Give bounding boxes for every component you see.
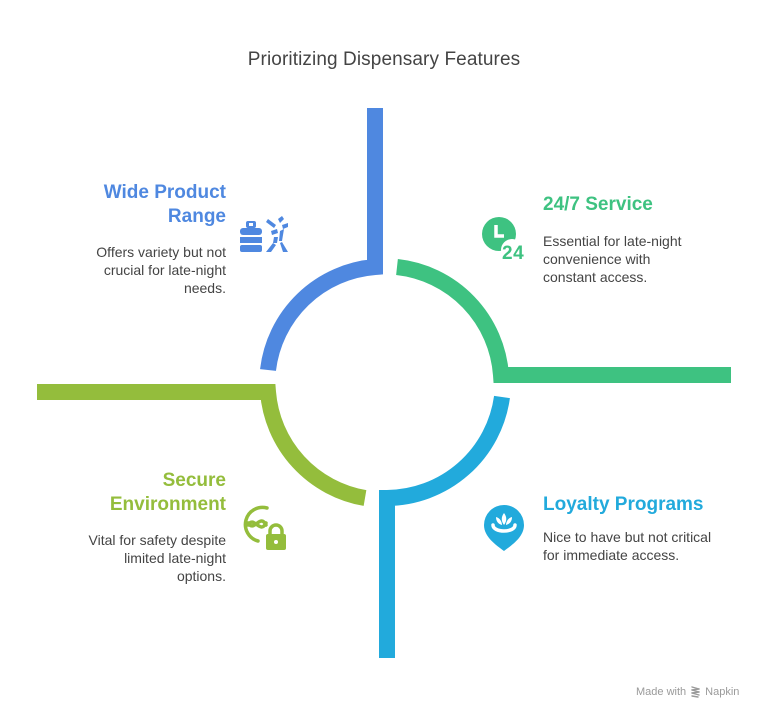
made-with-label: Made with	[636, 686, 687, 698]
heading-line: Wide Product	[103, 182, 226, 203]
heading-line: Secure	[162, 470, 226, 491]
loyalty-programs-description: Nice to have but not critical for immedi…	[543, 528, 711, 564]
desc-line: needs.	[183, 280, 226, 296]
desc-line: Offers variety but not	[96, 244, 226, 260]
desc-line: for immediate access.	[543, 547, 680, 563]
wide-product-range-description: Offers variety but not crucial for late-…	[96, 243, 226, 297]
desc-line: Vital for safety despite	[88, 532, 226, 548]
desc-line: convenience with	[543, 251, 651, 267]
desc-line: Essential for late-night	[543, 233, 682, 249]
secure-environment-description: Vital for safety despite limited late-ni…	[89, 531, 226, 585]
heading-line: Range	[167, 206, 226, 227]
clock-24-icon: 24	[480, 215, 532, 265]
24-7-service-heading: 24/7 Service	[543, 194, 653, 215]
clock-24-label: 24	[502, 243, 525, 264]
cyan-connector-arc	[379, 395, 510, 658]
desc-line: constant access.	[543, 269, 648, 285]
gas-canister-and-plant-icon	[240, 216, 288, 252]
wide-product-range-heading: Wide Product Range	[104, 181, 226, 229]
location-pin-lotus-icon	[484, 505, 524, 551]
desc-line: Nice to have but not critical	[543, 529, 712, 545]
napkin-logo-icon	[691, 686, 700, 698]
napkin-brand-label: Napkin	[705, 686, 740, 698]
heading-line: Environment	[109, 494, 226, 515]
secure-environment-heading: Secure Environment	[110, 469, 226, 517]
loyalty-programs-heading: Loyalty Programs	[543, 494, 704, 515]
diagram-title: Prioritizing Dispensary Features	[247, 49, 521, 70]
dna-lock-icon	[243, 505, 286, 550]
desc-line: options.	[176, 568, 226, 584]
green-connector-arc	[395, 259, 731, 383]
lime-connector-arc	[37, 384, 367, 506]
footer-attribution: Made with Napkin	[636, 686, 739, 698]
desc-line: limited late-night	[124, 550, 226, 566]
desc-line: crucial for late-night	[103, 262, 226, 278]
blue-connector-arc	[260, 108, 383, 372]
clock-shape	[482, 217, 523, 261]
24-7-service-description: Essential for late-night convenience wit…	[543, 232, 682, 286]
